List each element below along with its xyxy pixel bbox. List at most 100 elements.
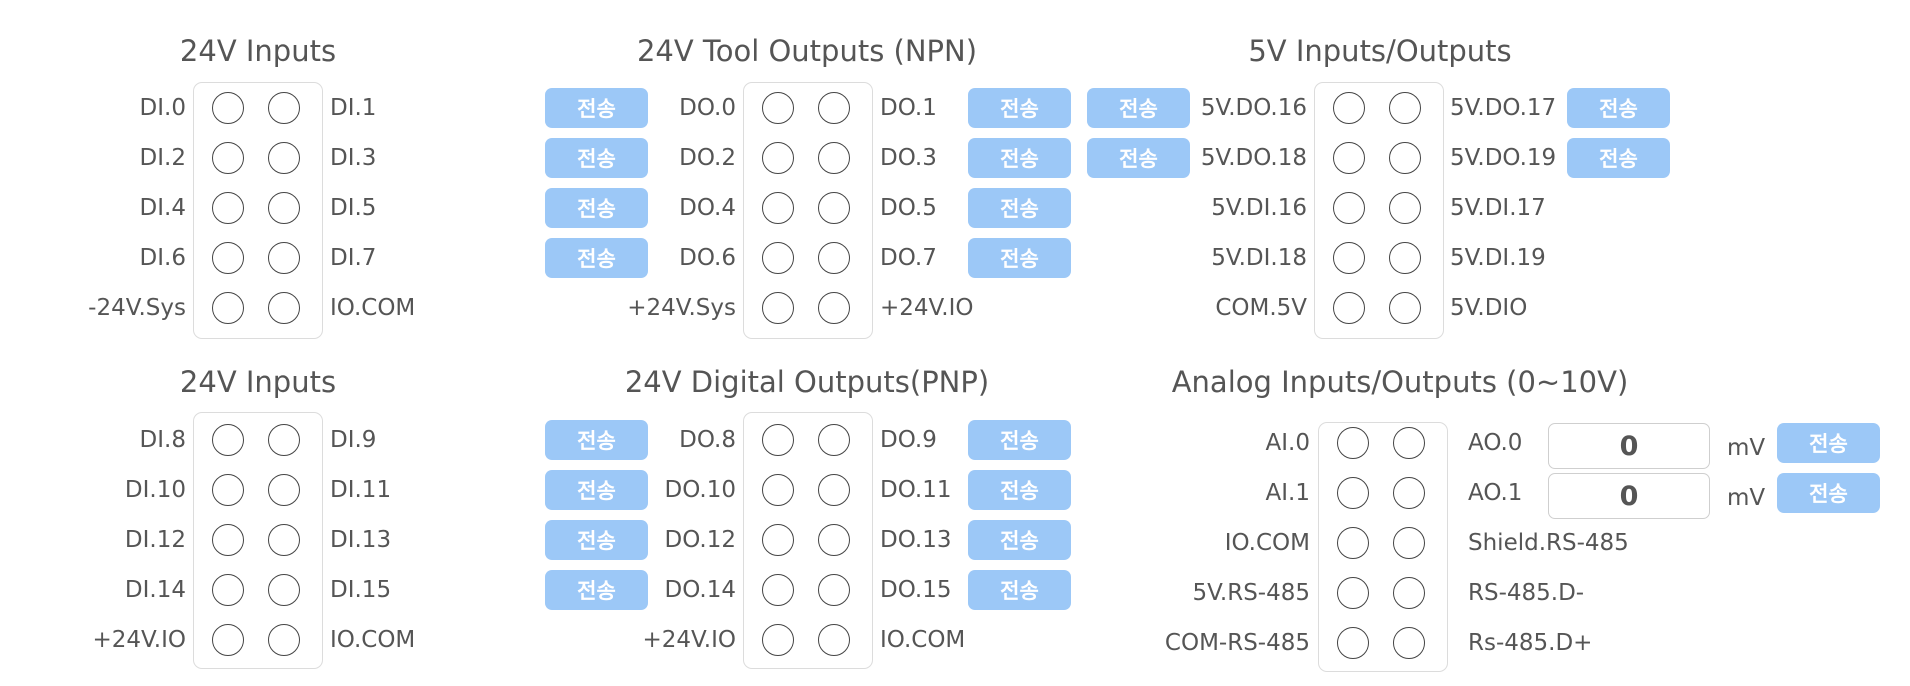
io_5v-pin-right-0[interactable]	[1389, 92, 1421, 124]
digital_outputs-send-button-right-1[interactable]: 전송	[968, 470, 1071, 510]
inputs_a-pin-right-1[interactable]	[268, 142, 300, 174]
digital_outputs-pin-left-0[interactable]	[762, 424, 794, 456]
tool_outputs-send-button-right-3[interactable]: 전송	[968, 238, 1071, 278]
tool_outputs-pin-left-1[interactable]	[762, 142, 794, 174]
inputs_b-label-left-1: DI.10	[124, 477, 186, 503]
analog-pin-right-4[interactable]	[1393, 627, 1425, 659]
tool_outputs-pin-left-4[interactable]	[762, 292, 794, 324]
inputs_b-pin-right-4[interactable]	[268, 624, 300, 656]
analog-pin-left-2[interactable]	[1337, 527, 1369, 559]
tool_outputs-send-button-left-2[interactable]: 전송	[545, 188, 648, 228]
inputs_b-pin-right-2[interactable]	[268, 524, 300, 556]
ao1-send-button[interactable]: 전송	[1777, 473, 1880, 513]
io_5v-pin-left-3[interactable]	[1333, 242, 1365, 274]
digital_outputs-send-button-left-2[interactable]: 전송	[545, 520, 648, 560]
io_5v-send-button-right-1[interactable]: 전송	[1567, 138, 1670, 178]
digital_outputs-pin-left-3[interactable]	[762, 574, 794, 606]
io_5v-pin-left-1[interactable]	[1333, 142, 1365, 174]
io_5v-send-button-right-0[interactable]: 전송	[1567, 88, 1670, 128]
digital_outputs-pin-right-4[interactable]	[818, 624, 850, 656]
inputs_a-pin-left-4[interactable]	[212, 292, 244, 324]
inputs_a-pin-left-0[interactable]	[212, 92, 244, 124]
inputs_b-pin-right-1[interactable]	[268, 474, 300, 506]
tool_outputs-pin-left-3[interactable]	[762, 242, 794, 274]
digital_outputs-send-button-right-0[interactable]: 전송	[968, 420, 1071, 460]
tool_outputs-pin-right-4[interactable]	[818, 292, 850, 324]
inputs_a-pin-right-4[interactable]	[268, 292, 300, 324]
inputs_b-pin-left-1[interactable]	[212, 474, 244, 506]
inputs_b-label-left-0: DI.8	[139, 427, 186, 453]
tool_outputs-send-button-right-0[interactable]: 전송	[968, 88, 1071, 128]
io_5v-label-left-4: COM.5V	[1215, 295, 1307, 321]
ao0-send-button[interactable]: 전송	[1777, 423, 1880, 463]
io_5v-pin-right-4[interactable]	[1389, 292, 1421, 324]
inputs_a-label-right-2: DI.5	[330, 195, 377, 221]
inputs_a-label-right-1: DI.3	[330, 145, 377, 171]
tool_outputs-pin-right-1[interactable]	[818, 142, 850, 174]
io_5v-pin-right-2[interactable]	[1389, 192, 1421, 224]
digital_outputs-send-button-left-3[interactable]: 전송	[545, 570, 648, 610]
analog-pin-right-2[interactable]	[1393, 527, 1425, 559]
io_5v-label-left-1: 5V.DO.18	[1200, 145, 1307, 171]
digital_outputs-label-right-1: DO.11	[880, 477, 952, 503]
tool_outputs-pin-right-3[interactable]	[818, 242, 850, 274]
inputs_a-pin-right-2[interactable]	[268, 192, 300, 224]
digital_outputs-pin-left-4[interactable]	[762, 624, 794, 656]
inputs_b-label-left-3: DI.14	[124, 577, 186, 603]
tool_outputs-send-button-left-1[interactable]: 전송	[545, 138, 648, 178]
tool_outputs-label-left-2: DO.4	[679, 195, 736, 221]
analog-label-left-1: AI.1	[1265, 480, 1310, 506]
inputs_a-pin-right-3[interactable]	[268, 242, 300, 274]
digital_outputs-send-button-left-0[interactable]: 전송	[545, 420, 648, 460]
digital_outputs-send-button-right-3[interactable]: 전송	[968, 570, 1071, 610]
inputs_b-pin-left-4[interactable]	[212, 624, 244, 656]
inputs_a-pin-left-3[interactable]	[212, 242, 244, 274]
tool_outputs-pin-right-2[interactable]	[818, 192, 850, 224]
analog-pin-right-1[interactable]	[1393, 477, 1425, 509]
digital_outputs-pin-right-3[interactable]	[818, 574, 850, 606]
digital_outputs-pin-left-2[interactable]	[762, 524, 794, 556]
digital_outputs-pin-right-0[interactable]	[818, 424, 850, 456]
io_5v-pin-right-3[interactable]	[1389, 242, 1421, 274]
ao0-value-field[interactable]	[1548, 423, 1710, 469]
ao1-value-field[interactable]	[1548, 473, 1710, 519]
inputs_b-pin-left-3[interactable]	[212, 574, 244, 606]
tool_outputs-send-button-left-3[interactable]: 전송	[545, 238, 648, 278]
digital_outputs-pin-left-1[interactable]	[762, 474, 794, 506]
io_5v-send-button-left-1[interactable]: 전송	[1087, 138, 1190, 178]
io_5v-pin-right-1[interactable]	[1389, 142, 1421, 174]
inputs_b-pin-left-2[interactable]	[212, 524, 244, 556]
analog-pin-left-0[interactable]	[1337, 427, 1369, 459]
analog-label-left-4: COM-RS-485	[1164, 630, 1310, 656]
tool_outputs-pin-right-0[interactable]	[818, 92, 850, 124]
io_5v-pin-left-2[interactable]	[1333, 192, 1365, 224]
analog-title: Analog Inputs/Outputs (0~10V)	[1171, 365, 1629, 399]
analog-pin-right-3[interactable]	[1393, 577, 1425, 609]
analog-pin-left-3[interactable]	[1337, 577, 1369, 609]
io_5v-label-right-1: 5V.DO.19	[1450, 145, 1557, 171]
analog-pin-left-4[interactable]	[1337, 627, 1369, 659]
digital_outputs-send-button-right-2[interactable]: 전송	[968, 520, 1071, 560]
io_5v-pin-left-0[interactable]	[1333, 92, 1365, 124]
tool_outputs-pin-left-2[interactable]	[762, 192, 794, 224]
analog-pin-right-0[interactable]	[1393, 427, 1425, 459]
inputs_a-pin-left-1[interactable]	[212, 142, 244, 174]
inputs_b-pin-right-3[interactable]	[268, 574, 300, 606]
analog-pin-left-1[interactable]	[1337, 477, 1369, 509]
tool_outputs-pin-left-0[interactable]	[762, 92, 794, 124]
digital_outputs-send-button-left-1[interactable]: 전송	[545, 470, 648, 510]
inputs_a-label-left-3: DI.6	[139, 245, 186, 271]
io_5v-pin-left-4[interactable]	[1333, 292, 1365, 324]
tool_outputs-send-button-left-0[interactable]: 전송	[545, 88, 648, 128]
inputs_b-pin-right-0[interactable]	[268, 424, 300, 456]
io_5v-send-button-left-0[interactable]: 전송	[1087, 88, 1190, 128]
analog-label-left-2: IO.COM	[1224, 530, 1310, 556]
inputs_a-pin-left-2[interactable]	[212, 192, 244, 224]
digital_outputs-connector-block	[743, 412, 873, 669]
tool_outputs-send-button-right-1[interactable]: 전송	[968, 138, 1071, 178]
digital_outputs-pin-right-1[interactable]	[818, 474, 850, 506]
inputs_a-pin-right-0[interactable]	[268, 92, 300, 124]
inputs_b-pin-left-0[interactable]	[212, 424, 244, 456]
digital_outputs-pin-right-2[interactable]	[818, 524, 850, 556]
tool_outputs-send-button-right-2[interactable]: 전송	[968, 188, 1071, 228]
